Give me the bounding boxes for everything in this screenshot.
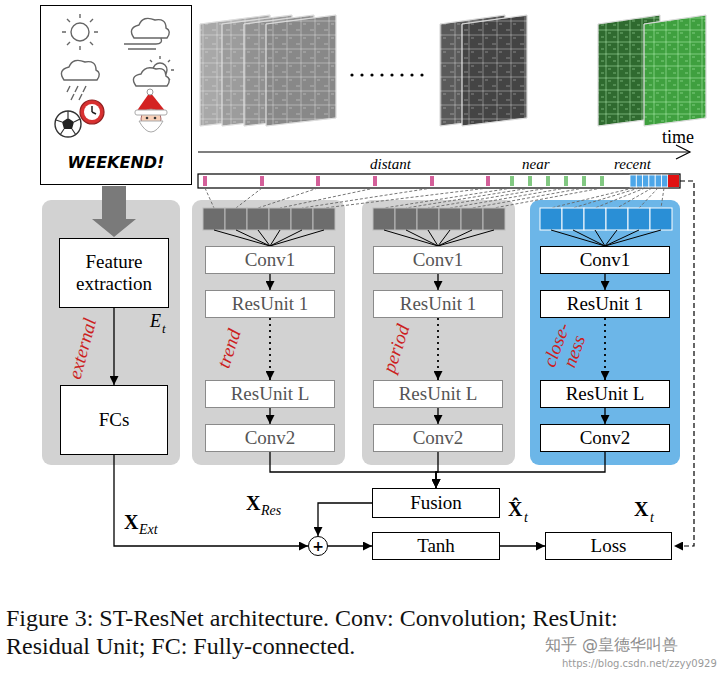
box-label: Tanh (417, 535, 455, 557)
layer-box: ResUnit 1 (373, 290, 503, 318)
subscript: t (650, 511, 654, 525)
box-label: Loss (591, 535, 627, 557)
traffic-frames (200, 15, 706, 126)
box-label: Conv2 (245, 427, 296, 449)
box-label: ResUnit 1 (567, 293, 644, 315)
sum-circle: + (308, 536, 328, 556)
symbol: X (246, 493, 260, 513)
layer-box: Conv2 (205, 424, 335, 452)
weather-icons (61, 14, 174, 100)
input-frames (203, 208, 672, 230)
range-label: recent (614, 157, 651, 172)
layer-box: ResUnit L (373, 380, 503, 408)
box-label: Conv1 (580, 249, 631, 271)
box-label: Conv1 (413, 249, 464, 271)
box-label: ResUnit 1 (400, 293, 477, 315)
connector (269, 408, 270, 424)
connector (437, 408, 438, 424)
context-icons-box: WEEKEND! (40, 5, 192, 185)
box-label: Conv2 (413, 427, 464, 449)
branch-label: close- ness (538, 315, 593, 381)
subscript: t (162, 322, 166, 335)
layer-box: ResUnit L (205, 380, 335, 408)
box-label: Feature extraction (65, 251, 163, 295)
figure-caption: Figure 3: ST-ResNet architecture. Conv: … (6, 604, 626, 660)
component-panel: trend Conv1ResUnit 1 ResUnit L Conv2 (192, 200, 345, 465)
watermark: 知乎 @皇德华叫兽 (545, 637, 678, 653)
layer-box: Conv1 (205, 246, 335, 274)
range-label: near (522, 157, 550, 172)
branch-label: external (65, 315, 99, 380)
connector (114, 455, 308, 546)
layer-box: Conv1 (373, 246, 503, 274)
ellipsis-dots (350, 73, 423, 76)
box-label: Conv2 (580, 427, 631, 449)
symbol: X (634, 499, 648, 519)
subscript: Res (261, 504, 281, 518)
layer-box: ResUnit L (540, 380, 670, 408)
symbol: X̂ (508, 499, 522, 519)
box-label: ResUnit L (231, 383, 310, 405)
sum-sign: + (312, 539, 324, 553)
subscript: t (524, 511, 528, 525)
branch-label: period (379, 321, 412, 374)
watermark: https://blog.csdn.net/zzyy0929 (562, 659, 717, 669)
connector (328, 545, 372, 546)
box-label: Fusion (410, 492, 462, 514)
range-label: distant (370, 157, 411, 172)
layer-box: Conv2 (540, 424, 670, 452)
icon-caption: WEEKEND! (41, 153, 191, 172)
process-box: Loss (545, 532, 672, 560)
layer-box: Conv1 (540, 246, 670, 274)
box-label: FCs (99, 409, 130, 431)
process-box: Fusion (372, 488, 500, 518)
layer-box: ResUnit 1 (205, 290, 335, 318)
connector (269, 274, 270, 290)
event-icons (55, 89, 167, 137)
layer-box: Conv2 (373, 424, 503, 452)
closeness-panel: close- ness Conv1ResUnit 1 ResUnit L Conv2 (530, 200, 680, 465)
branch-label: trend (213, 326, 243, 369)
process-box: Tanh (372, 532, 500, 560)
layer-box: ResUnit 1 (540, 290, 670, 318)
process-box: FCs (60, 385, 168, 455)
symbol: X (124, 512, 138, 532)
box-label: ResUnit L (399, 383, 478, 405)
timeline-bar (198, 174, 680, 188)
subscript: Ext (139, 523, 158, 537)
box-label: ResUnit L (566, 383, 645, 405)
connector (500, 545, 545, 546)
box-label: ResUnit 1 (232, 293, 309, 315)
connector (437, 274, 438, 290)
connector (604, 274, 605, 290)
connector (604, 408, 605, 424)
process-box: Feature extraction (59, 238, 169, 308)
box-label: Conv1 (245, 249, 296, 271)
connector (318, 503, 372, 536)
axis-label: time (662, 128, 694, 146)
component-panel: external Feature extractionFCs (42, 200, 180, 465)
connector (113, 308, 114, 385)
component-panel: period Conv1ResUnit 1 ResUnit L Conv2 (362, 200, 515, 465)
symbol: E (150, 312, 161, 330)
